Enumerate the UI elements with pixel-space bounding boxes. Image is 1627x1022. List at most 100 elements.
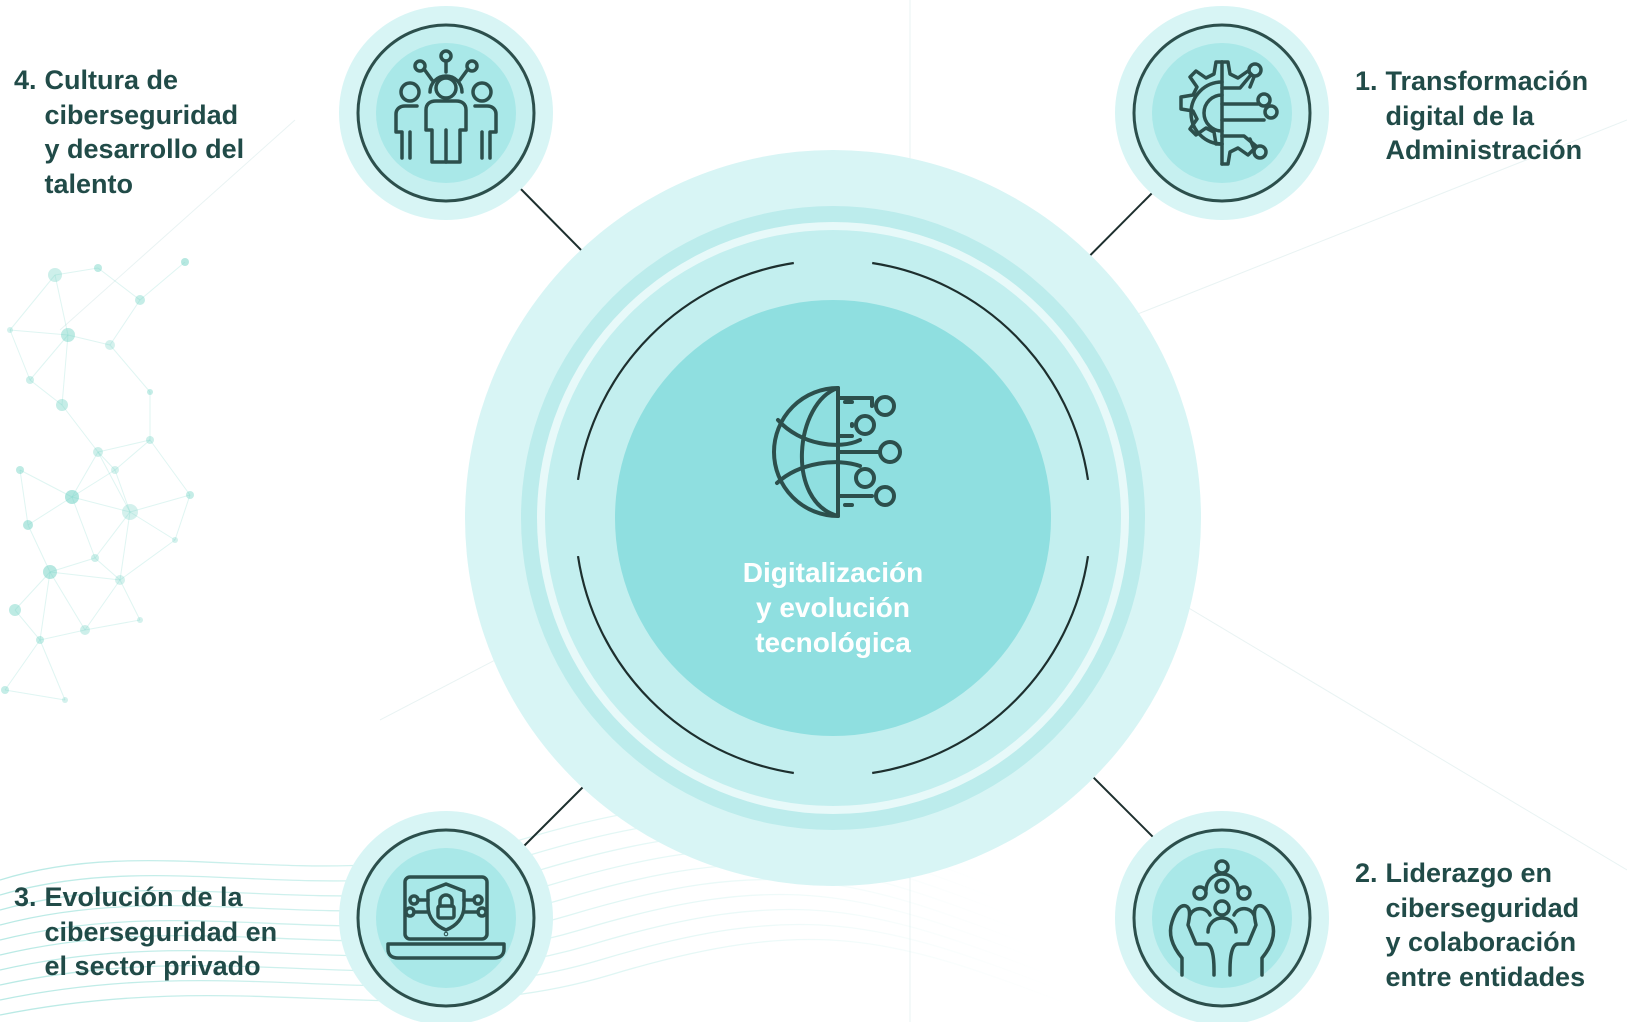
laptop-shield-lock-icon [386,875,506,960]
network-node [36,636,44,644]
network-node [147,389,153,395]
network-link [84,579,121,631]
network-node [93,447,103,457]
network-link [14,571,51,611]
network-node [23,520,33,530]
network-link [97,439,151,453]
network-link [109,344,151,393]
network-link [19,469,73,498]
network-link [94,511,131,559]
network-link [9,329,31,381]
network-link [129,494,191,513]
network-link [71,469,116,498]
network-node [91,554,99,562]
network-link [114,469,131,513]
pillar-number: 1. [1355,66,1378,96]
network-node [115,575,125,585]
network-link [9,329,69,336]
network-link [139,261,186,301]
network-link [119,511,131,581]
network-link [4,639,41,691]
network-link [49,557,96,573]
network-node [26,376,34,384]
pillar-node-2 [1115,811,1329,1022]
network-link [71,496,131,513]
network-link [29,379,63,406]
network-node [186,491,194,499]
network-node [43,565,57,579]
pillar-label-1: 1. Transformación digital de la Administ… [1355,64,1625,168]
central-hub [465,150,1201,886]
pillar-title: Cultura de ciberseguridad y desarrollo d… [44,65,245,199]
network-node [62,697,68,703]
pillar-title: Evolución de la ciberseguridad en el sec… [44,882,278,981]
pillar-number: 3. [14,882,37,912]
network-node [7,327,13,333]
network-link [9,274,56,331]
network-link [149,439,191,496]
network-link [39,639,66,701]
network-node [56,399,68,411]
network-link [4,689,66,701]
network-link [119,539,176,581]
globe-circuit-icon [772,386,902,518]
network-node [111,466,119,474]
team-network-icon [394,49,498,164]
pillar-label-3: 3. Evolución de la ciberseguridad en el … [14,880,334,984]
gear-circuit-icon [1179,60,1279,166]
pillar-number: 2. [1355,858,1378,888]
network-node [135,295,145,305]
network-node [65,490,79,504]
network-link [29,334,69,381]
network-link [97,451,131,513]
pillar-number: 4. [14,65,37,95]
network-link [39,629,86,641]
network-node [105,340,115,350]
network-node [9,604,21,616]
network-link [54,267,99,276]
network-node [94,264,102,272]
network-node [80,625,90,635]
network-link [129,511,176,541]
network-link [71,496,96,559]
network-link [97,267,141,301]
network-link [49,571,86,631]
network-link [61,404,99,453]
pillar-node-3 [339,811,553,1022]
hands-community-icon [1168,859,1276,977]
network-decoration [1,258,194,703]
network-node [48,268,62,282]
pillar-label-2: 2. Liderazgo en ciberseguridad y colabor… [1355,856,1625,994]
central-hub-title: Digitalización y evolución tecnológica [742,557,924,658]
network-node [16,466,24,474]
network-node [61,328,75,342]
network-node [172,537,178,543]
pillar-title: Liderazgo en ciberseguridad y colaboraci… [1385,858,1586,992]
network-link [97,451,116,471]
network-link [49,571,121,581]
network-link [71,451,99,498]
pillar-node-1 [1115,6,1329,220]
network-link [94,557,121,581]
hub-ring-segments [576,261,1090,775]
network-link [61,334,69,406]
network-link [27,524,51,573]
network-link [119,579,141,621]
network-link [174,494,191,541]
network-link [67,334,111,346]
network-node [146,436,154,444]
pillar-title: Transformación digital de la Administrac… [1385,66,1589,165]
network-link [109,299,141,346]
network-link [14,609,41,641]
network-node [122,504,138,520]
network-link [19,469,29,526]
pillar-label-4: 4. Cultura de ciberseguridad y desarroll… [14,63,304,201]
network-link [27,496,73,526]
network-link [54,274,69,336]
network-node [1,686,9,694]
network-link [39,571,51,641]
network-node [137,617,143,623]
network-link [114,439,151,471]
network-link [84,619,141,631]
